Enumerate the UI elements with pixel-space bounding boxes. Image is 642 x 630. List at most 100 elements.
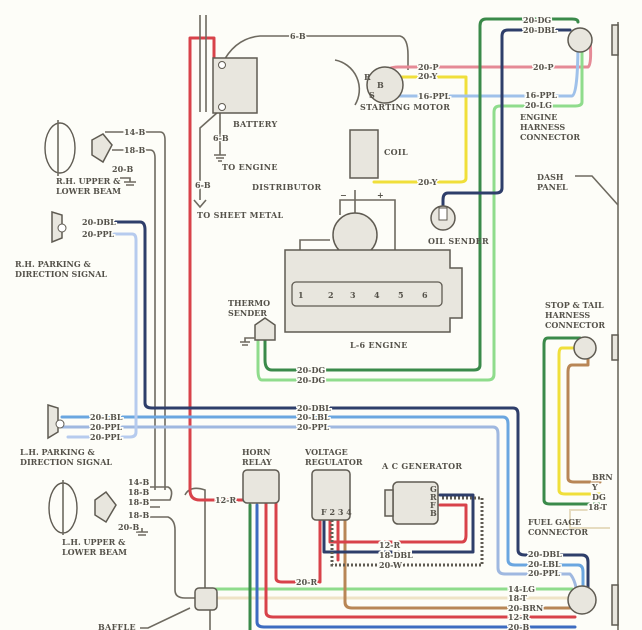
wire-label: 20-DBL [297, 403, 331, 413]
voltage-regulator-label-box: VOLTAGE REGULATOR [305, 447, 363, 467]
cylinder-1: 1 [298, 290, 304, 300]
wire-label: 20-PPL [297, 422, 329, 432]
wire-label: BRN [592, 472, 613, 482]
wire-label: 16-PPL [525, 90, 557, 100]
wire-label: 6-B [195, 180, 211, 190]
wire-label: 20-BRN [508, 603, 543, 613]
gen-terminal-r: R [430, 492, 437, 502]
ground-icon [214, 154, 226, 162]
wire-label: 20-B [112, 164, 133, 174]
baffle-label: BAFFLE [98, 622, 136, 630]
wire-rh-14b [105, 131, 166, 490]
wire-label: 6-B [213, 133, 229, 143]
wire-label: 18-DBL [379, 550, 413, 560]
engine-label: L-6 ENGINE [350, 340, 408, 350]
wire-label: 20-DG [297, 365, 325, 375]
wire-label: 20-LBL [90, 412, 123, 422]
to-engine-label: TO ENGINE [222, 162, 278, 172]
wire-label: 20-R [296, 577, 317, 587]
wire-label: 20-DG [523, 15, 551, 25]
stop-tail-connector-icon [573, 336, 597, 360]
starter-terminal-s: S [369, 90, 375, 100]
lh-parking-lamp-icon [47, 403, 65, 440]
wire-darkgreen-dg [542, 336, 602, 506]
ac-generator-label: A C GENERATOR [381, 461, 462, 471]
wire-label: 20-PPL [90, 432, 122, 442]
dash-panel-bracket [611, 334, 619, 361]
fuel-gage-connector-icon [567, 585, 597, 615]
cylinder-3: 3 [350, 290, 356, 300]
oil-sender-label: OIL SENDER [428, 236, 489, 246]
wire-label: 18-B [128, 510, 149, 520]
wire-label: 20-DBL [528, 549, 562, 559]
ground-icon [136, 528, 148, 536]
horn-relay-icon [242, 469, 280, 504]
baffle-leader [140, 607, 191, 629]
ground-icon [193, 199, 207, 209]
wire-label: 18-B [128, 497, 149, 507]
coil-label: COIL [384, 147, 408, 157]
horn-relay-label: HORN RELAY [242, 447, 272, 467]
wire-darkgreen-20dg [263, 17, 580, 372]
wire-20w-shielded [330, 496, 484, 567]
wire-label: 18-B [128, 487, 149, 497]
wire-label: 20-PPL [528, 568, 560, 578]
wire-rh-18b [112, 149, 156, 490]
rh-beam-label: R.H. UPPER & LOWER BEAM [56, 176, 122, 196]
wire-label: 20-DBL [82, 217, 116, 227]
dash-panel-label-box: DASH PANEL [537, 172, 568, 192]
starting-motor-icon [366, 66, 404, 104]
wire-label: 20-P [418, 62, 438, 72]
dash-panel-bracket [611, 24, 619, 56]
wire-darkblue-20dbl [108, 220, 590, 602]
wire-brown-20brn [343, 518, 577, 610]
coil-plus-label: + [377, 190, 384, 200]
wire-label: 20-P [533, 62, 553, 72]
wire-blue-20b [255, 503, 577, 629]
thermo-sender-label: THERMO SENDER [228, 298, 271, 318]
wire-darkblue-18dbl [322, 493, 475, 554]
wire-label: 20-LBL [528, 559, 561, 569]
cylinder-6: 6 [422, 290, 428, 300]
rh-beam-label-box: R.H. UPPER & LOWER BEAM [56, 176, 122, 196]
wire-yellow-y [557, 346, 602, 496]
wire-label: 14-B [124, 127, 145, 137]
baffle-icon [194, 587, 218, 611]
wire-label: 20-W [379, 560, 403, 570]
wire-label: 20-PPL [90, 422, 122, 432]
wire-label: 20-LBL [297, 412, 330, 422]
rh-parking-label-box: R.H. PARKING & DIRECTION SIGNAL [15, 259, 108, 279]
lh-headlamp-icon [48, 480, 117, 535]
wire-lightgreen-20lg [256, 33, 584, 382]
to-sheet-metal-label: TO SHEET METAL [197, 210, 284, 220]
oil-sender-icon [430, 205, 456, 231]
dash-panel-label: DASH PANEL [537, 172, 568, 192]
rh-parking-label: R.H. PARKING & DIRECTION SIGNAL [15, 259, 108, 279]
spark-plug-row [291, 281, 443, 307]
wire-label: 6-B [290, 31, 306, 41]
cylinder-numbers: 1 2 3 4 5 6 [298, 290, 428, 300]
wire-label: 18-T [508, 593, 527, 603]
distributor-label: DISTRIBUTOR [252, 182, 321, 192]
engine-harness-connector-label-box: ENGINE HARNESS CONNECTOR [520, 112, 580, 142]
wire-6b-to-sheet-metal [199, 111, 219, 200]
stop-tail-label-box: STOP & TAIL HARNESS CONNECTOR [545, 300, 605, 330]
cylinder-2: 2 [328, 290, 334, 300]
wire-red-20r [274, 498, 322, 584]
wire-label: 20-LG [525, 100, 552, 110]
wire-brown-brn [566, 356, 602, 484]
rh-parking-lamp-icon [51, 210, 67, 244]
starter-housing [334, 59, 361, 106]
wire-ppl-20ppl [60, 425, 580, 602]
battery-clamp [199, 15, 207, 112]
wire-ppl-rh-20ppl [66, 232, 138, 439]
starting-motor-label: STARTING MOTOR [360, 102, 450, 112]
battery-label: BATTERY [233, 119, 277, 129]
wire-label: 12-R [215, 495, 236, 505]
wire-label: 18-T [588, 502, 607, 512]
fuel-gage-connector-label: FUEL GAGE CONNECTOR [528, 517, 588, 537]
rh-headlamp-icon [44, 120, 113, 176]
voltage-regulator-icon [311, 469, 351, 521]
lh-parking-label-box: L.H. PARKING & DIRECTION SIGNAL [20, 447, 112, 467]
